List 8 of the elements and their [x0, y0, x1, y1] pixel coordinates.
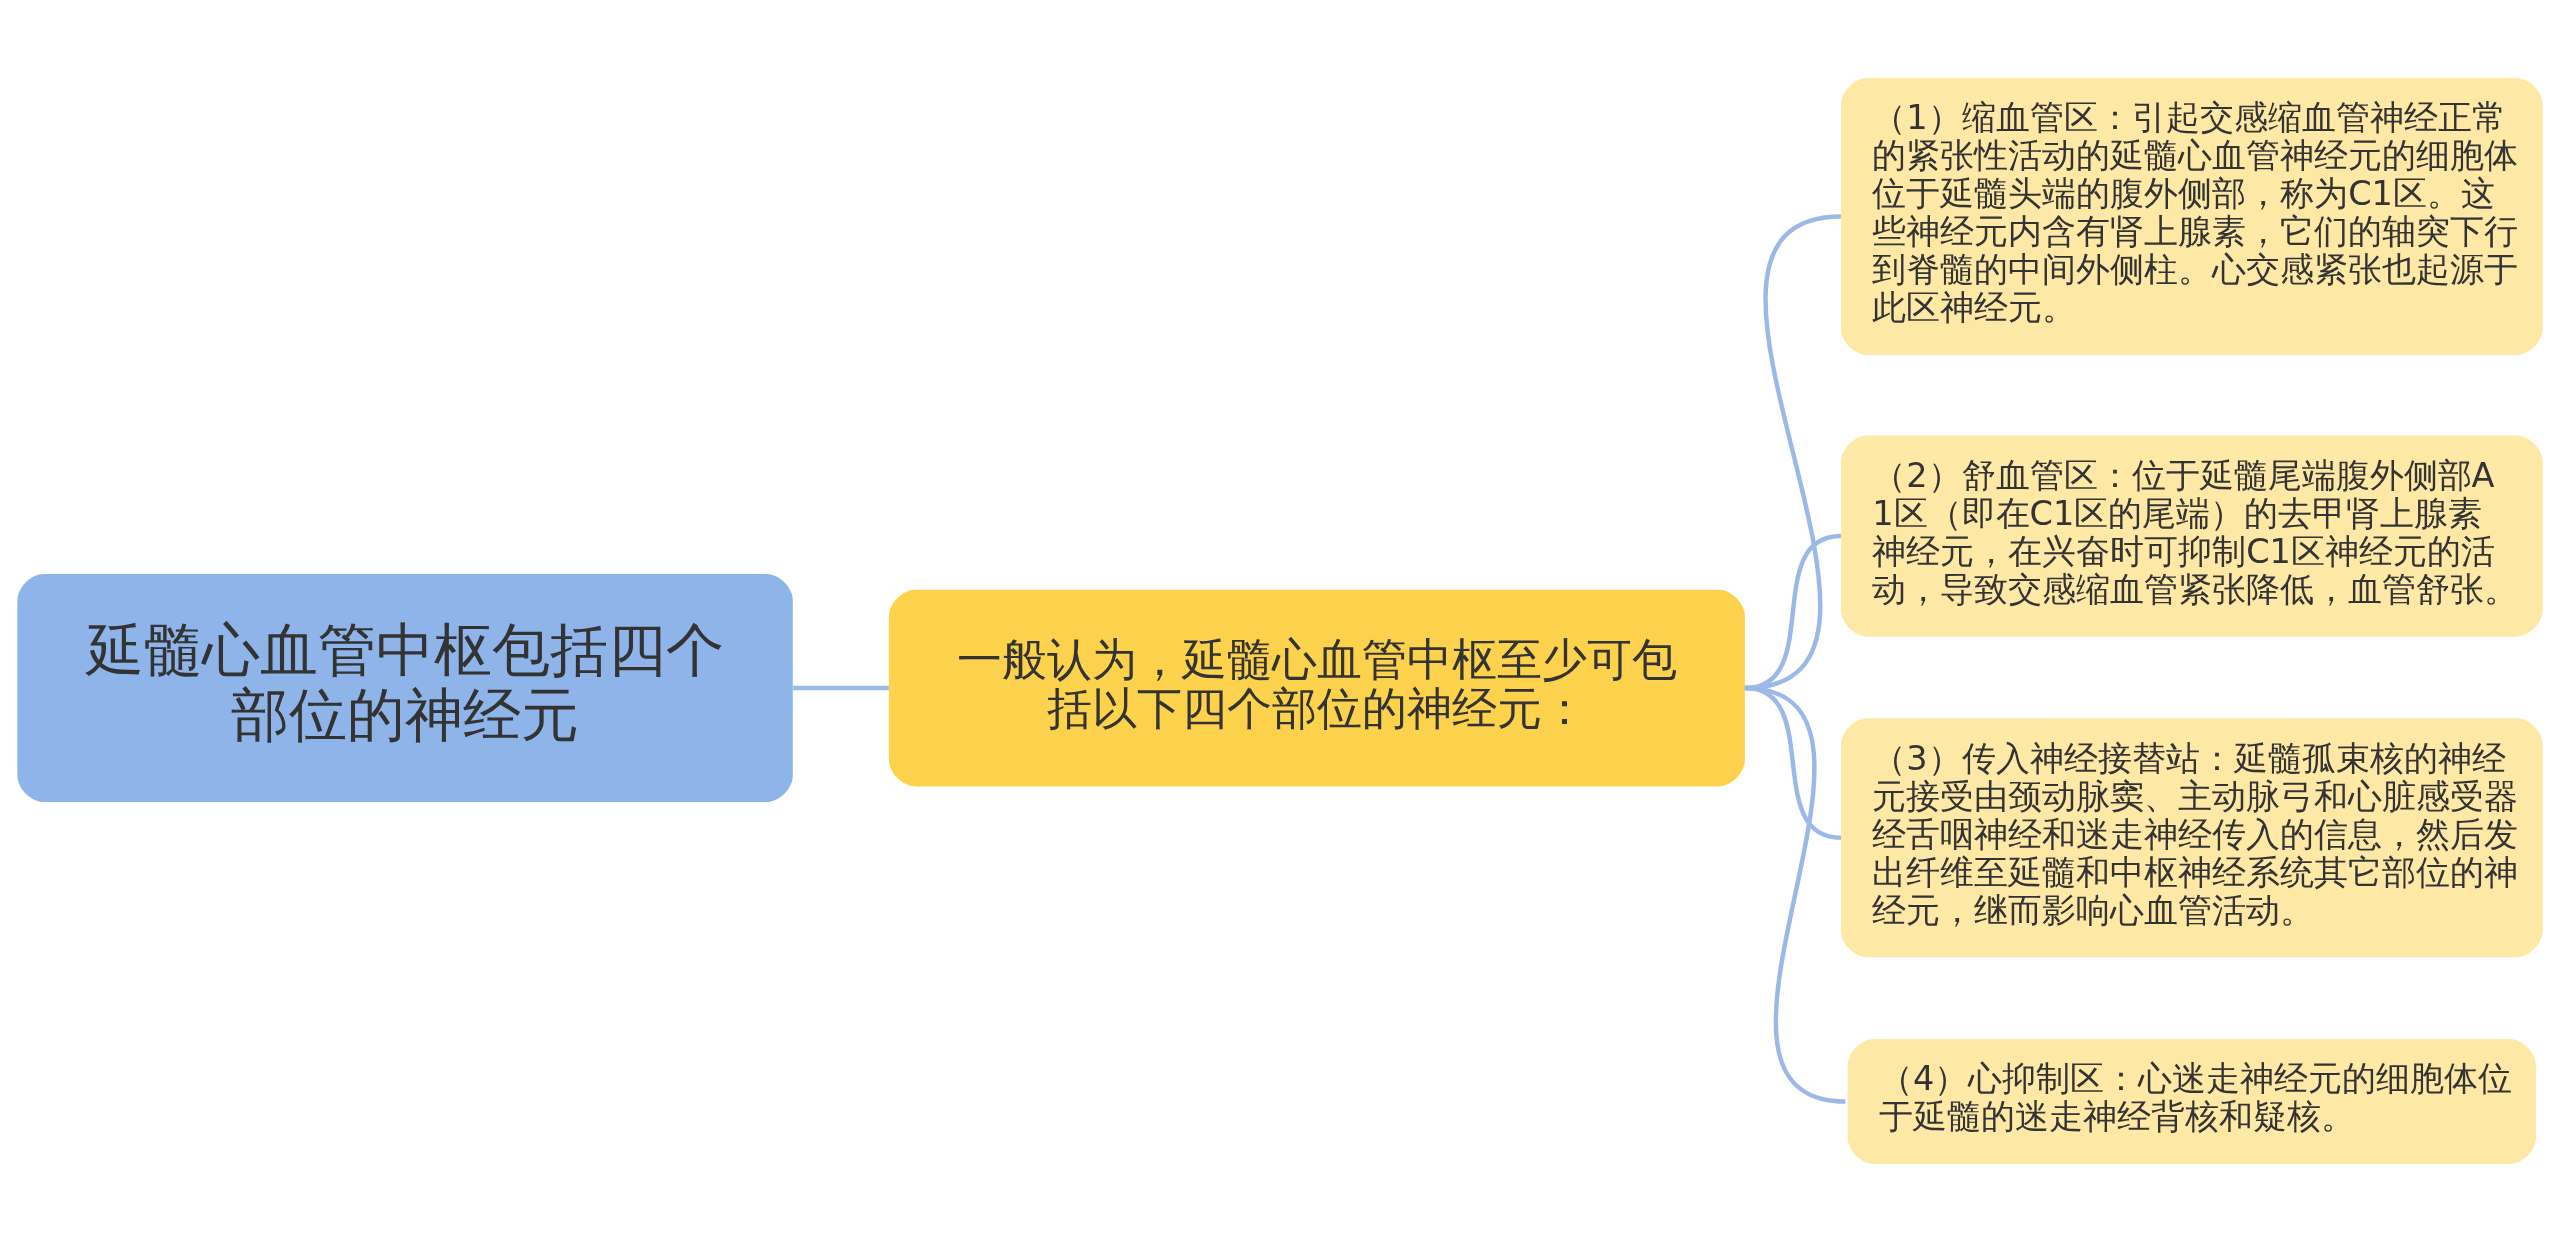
node-box: （2）舒血管区：位于延髓尾端腹外侧部A1区（即在C1区的尾端）的去甲肾上腺素神经元，在兴奋时可抑制C1区神经元的活动，导致交感缩血管紧张降低，血管舒张。	[1840, 435, 2543, 637]
node-box: 延髓心血管中枢包括四个部位的神经元	[17, 573, 793, 802]
node-box: （4）心抑制区：心迷走神经元的细胞体位于延髓的迷走神经背核和疑核。	[1847, 1038, 2536, 1164]
node-box: （1）缩血管区：引起交感缩血管神经正常的紧张性活动的延髓心血管神经元的细胞体位于延髓头端的腹外侧部，称为C1区。这些神经元内含有肾上腺素，它们的轴突下行到脊髓的中间外侧柱。心交感紧张也起源于此区神经元。	[1840, 77, 2543, 355]
node-box: 一般认为，延髓心血管中枢至少可包括以下四个部位的神经元：	[888, 589, 1745, 786]
node-box: （3）传入神经接替站：延髓孤束核的神经元接受由颈动脉窦、主动脉弓和心脏感受器经舌咽神经和迷走神经传入的信息，然后发出纤维至延髓和中枢神经系统其它部位的神经元，继而影响心血管活动。	[1840, 717, 2543, 957]
connector	[792, 685, 889, 690]
connector	[1744, 685, 1846, 1104]
